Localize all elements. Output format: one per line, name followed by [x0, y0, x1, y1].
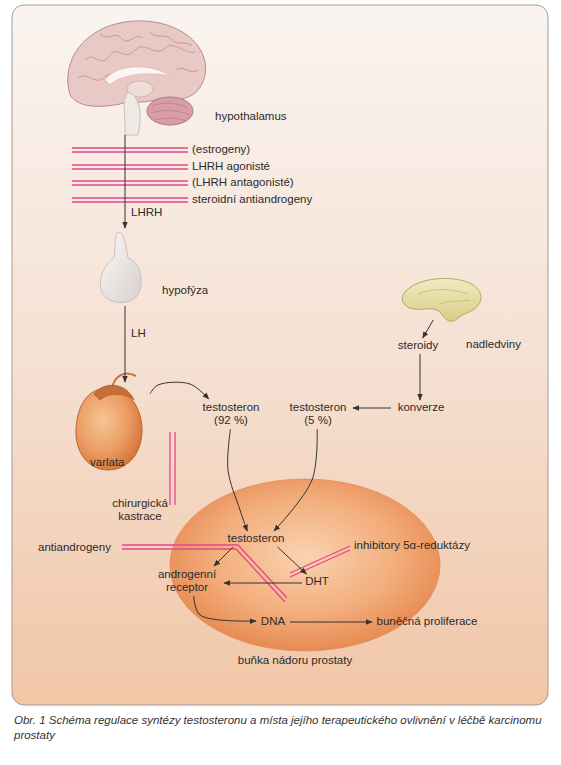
node-label: buněčná proliferace	[372, 615, 482, 628]
therapy-label: inhibitory 5α-reduktázy	[354, 539, 504, 552]
adrenal-gland	[402, 279, 481, 322]
block-line	[170, 432, 175, 505]
hormone-node: steroidy	[394, 338, 442, 354]
testis-illustration	[76, 374, 142, 470]
node-label: androgenní receptor	[150, 568, 224, 594]
pituitary-gland	[100, 232, 141, 303]
panel-frame	[12, 5, 548, 705]
hormone-node: DHT	[302, 574, 332, 590]
node-label: hypothalamus	[215, 110, 295, 123]
brainstem	[124, 92, 140, 135]
flow-arrow	[278, 547, 307, 574]
therapy-label: LHRH agonisté	[192, 160, 322, 173]
signal-label: LH	[131, 327, 146, 340]
hormone-node: testosteron (5 %)	[283, 399, 353, 429]
block-line	[72, 165, 188, 169]
flow-arrow	[420, 354, 421, 400]
adrenal-shading	[418, 290, 470, 305]
therapy-label: (LHRH antagonisté)	[192, 176, 332, 189]
node-label: testosteron	[222, 532, 290, 545]
node-label: nadledviny	[466, 338, 532, 351]
flow-arrow	[423, 320, 434, 338]
flow-arrow	[290, 622, 372, 623]
gyrus-line	[150, 32, 192, 46]
figure-caption: Obr. 1 Schéma regulace syntézy testoster…	[14, 713, 548, 743]
node-label: steroidy	[390, 339, 446, 352]
flow-arrow	[194, 596, 256, 621]
organ-node: varlata	[70, 382, 150, 474]
flow-arrow	[224, 583, 302, 584]
therapy-label: (estrogeny)	[192, 143, 322, 156]
flow-arrow	[274, 429, 317, 531]
node-label: testosteron (92 %)	[196, 401, 266, 427]
block-line	[72, 181, 188, 185]
block-line	[290, 546, 350, 577]
therapy-label: antiandrogeny	[38, 541, 124, 554]
flow-arrow	[214, 547, 233, 566]
flow-arrow	[150, 382, 209, 399]
process-node: konverze	[391, 400, 451, 416]
flow-arrow	[125, 135, 126, 228]
flow-arrow	[228, 429, 248, 531]
node-label: DHT	[298, 575, 336, 588]
node-label: hypofýza	[162, 284, 214, 297]
organ-node: nadledviny	[398, 272, 530, 320]
hormone-node: testosteron	[226, 531, 286, 547]
block-line	[122, 545, 287, 602]
cerebellum	[147, 97, 193, 125]
testis-body	[76, 388, 142, 470]
therapy-label: steroidní antiandrogeny	[192, 193, 342, 206]
pituitary-illustration	[100, 232, 141, 303]
node-label: DNA	[252, 615, 294, 628]
node-label: testosteron (5 %)	[283, 401, 353, 427]
signal-label: LHRH	[131, 206, 162, 219]
tumor-cell: buňka nádoru prostaty testosteron androgen…	[150, 478, 450, 673]
gyrus-line	[100, 34, 142, 41]
organ-node: hypothalamus	[60, 15, 295, 135]
organ-node: hypofýza	[98, 228, 210, 306]
brain-illustration	[68, 21, 206, 135]
therapy-label: chirurgická kastrace	[105, 497, 175, 523]
block-line	[72, 198, 188, 202]
node-label: buňka nádoru prostaty	[205, 654, 385, 667]
outcome-node: buněčná proliferace	[372, 614, 482, 630]
node-label: varlata	[90, 456, 138, 469]
gyrus-line	[176, 68, 198, 71]
cerebellum-folia	[151, 103, 190, 121]
block-line	[72, 148, 188, 152]
epididymis	[94, 385, 134, 400]
cerebrum	[68, 21, 206, 106]
receptor-node: androgenní receptor	[150, 566, 224, 596]
dna-node: DNA	[256, 614, 290, 630]
adrenal-illustration	[402, 279, 481, 322]
node-label: konverze	[391, 401, 451, 414]
flow-arrow	[353, 408, 391, 409]
gyrus-line	[85, 46, 195, 61]
hormone-node: testosteron (92 %)	[196, 399, 266, 429]
flow-arrow	[125, 306, 126, 382]
